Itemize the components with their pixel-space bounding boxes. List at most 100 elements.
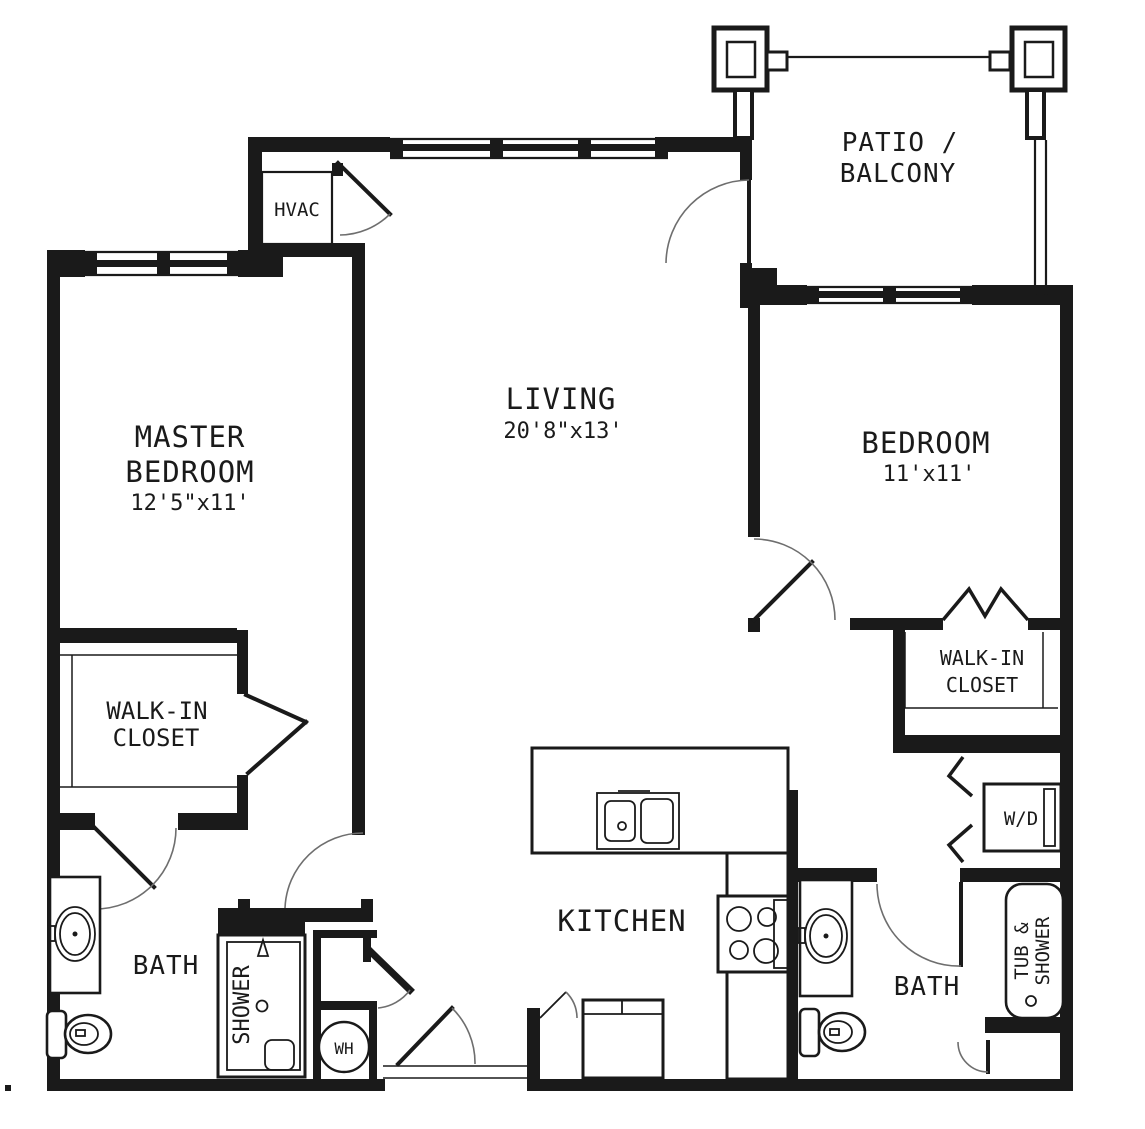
wall-kitchen-bath2-divider (787, 790, 798, 1079)
patio-rail-tab-left (765, 50, 789, 72)
label-shower: SHOWER (230, 965, 255, 1045)
doors (92, 160, 1030, 1079)
stove (716, 894, 790, 974)
wall-bath1-tab-left (238, 899, 250, 908)
washer-dryer-unit (982, 782, 1063, 853)
wh-closet-door (366, 947, 415, 1009)
label-bedroom-closet-2: CLOSET (946, 673, 1018, 697)
label-master-bedroom-1: MASTER (135, 420, 246, 454)
dishwasher (581, 998, 665, 1080)
wall-bath2-top (798, 868, 877, 882)
bedroom-closet-bifold-doors (941, 585, 1030, 622)
wall-closet1-bottom-right (178, 813, 237, 830)
patio-pillar-right-stem (1025, 88, 1046, 140)
label-master-bath: BATH (133, 951, 200, 981)
patio-rail-tab-right (988, 50, 1012, 72)
patio-pillar-right (1009, 25, 1068, 93)
wall-closet2-top-left (850, 618, 943, 630)
wall-closet2-west (893, 630, 905, 747)
label-master-closet-1: WALK-IN (106, 697, 207, 725)
wall-master-top-left (47, 250, 85, 277)
label-wd: W/D (1004, 808, 1038, 830)
wall-living-west (352, 243, 365, 835)
walls (5, 137, 1073, 1091)
water-heater-circle (317, 1020, 371, 1074)
closet-shelving (60, 632, 1058, 788)
label-bedroom-dims: 11'x11' (883, 462, 976, 487)
label-wh: WH (334, 1039, 353, 1058)
label-kitchen: KITCHEN (557, 904, 686, 938)
kitchen-sink (596, 790, 680, 850)
bath2-corner-door (957, 1040, 990, 1074)
master-closet-door (243, 692, 309, 776)
hvac-door (335, 160, 393, 236)
label-living-dims: 20'8"x13' (503, 419, 622, 444)
wall-bedroom-nw-corner (742, 268, 777, 305)
wall-hvac-west (248, 137, 262, 250)
wall-living-east-upper (740, 137, 752, 180)
master-bath-vanity (47, 875, 102, 995)
entry-door (383, 1005, 530, 1079)
label-bedroom-closet-1: WALK-IN (940, 646, 1024, 670)
wall-hvac-door-jamb (332, 163, 343, 176)
label-master-bedroom-2: BEDROOM (125, 455, 254, 489)
window-master-bedroom (60, 250, 238, 277)
wall-shower-top-bar (218, 922, 305, 935)
bedroom-door (751, 538, 836, 623)
windows (60, 137, 972, 305)
wall-bath1-tab-right (361, 899, 373, 908)
label-tub-shower-2: SHOWER (1032, 916, 1054, 985)
kitchen-cabinet-door (539, 991, 578, 1019)
master-hall-door (284, 832, 364, 909)
wall-closet2-top-right (1028, 618, 1068, 630)
page-dot (5, 1085, 11, 1091)
label-master-closet-2: CLOSET (113, 724, 200, 752)
master-bath-door (92, 825, 177, 910)
wall-bottom-right (527, 1079, 1070, 1091)
second-bath-toilet (798, 1007, 867, 1058)
kitchen-entry-post (527, 1008, 540, 1091)
wd-bifold-door-bottom (946, 823, 974, 864)
patio-entry-door (665, 176, 751, 265)
wall-living-top-right (655, 137, 752, 152)
wall-tub-foot (985, 1017, 1068, 1033)
wall-wh-top (313, 930, 377, 938)
patio-pillar-left-stem (733, 88, 754, 140)
wall-bedroom-west-cap (748, 618, 760, 632)
patio-pillar-right-inner (1023, 40, 1055, 79)
hvac-unit (260, 170, 334, 246)
tub-shower (1004, 882, 1065, 1020)
wall-bedroom-top-right (972, 285, 1073, 305)
wall-closet2-bottom (893, 735, 1068, 753)
label-patio-1: PATIO / (842, 128, 959, 158)
wall-closet1-east-post-lower (237, 775, 248, 830)
second-bath-door (876, 882, 963, 967)
second-bath-vanity (797, 878, 854, 998)
kitchen-counter-top (530, 746, 790, 855)
wall-closet1-top (47, 628, 237, 643)
wall-wh-mid (313, 1001, 377, 1010)
label-master-bedroom-dims: 12'5"x11' (130, 491, 249, 516)
shower-stall (216, 933, 307, 1079)
wall-wd-bottom (960, 868, 1068, 882)
wall-living-top-left (248, 137, 390, 152)
window-living (390, 137, 668, 160)
patio-pillar-left-inner (725, 40, 757, 79)
wall-bottom-left (47, 1079, 385, 1091)
fixtures (45, 170, 1065, 1091)
label-living: LIVING (506, 382, 617, 416)
wall-bedroom-west (748, 305, 760, 537)
wall-closet1-bottom-left (47, 813, 95, 830)
wall-bath1-top (218, 908, 373, 922)
label-tub-shower-1: TUB & (1011, 922, 1033, 980)
label-bedroom: BEDROOM (861, 426, 990, 460)
window-bedroom (807, 285, 972, 305)
wall-wh-east-upper (363, 930, 371, 962)
wall-bedroom-top-stub (777, 285, 807, 305)
wall-closet1-east-post-upper (237, 630, 248, 694)
wall-master-ne-connector (248, 243, 362, 257)
label-patio-2: BALCONY (840, 159, 957, 189)
label-hvac: HVAC (274, 199, 320, 221)
